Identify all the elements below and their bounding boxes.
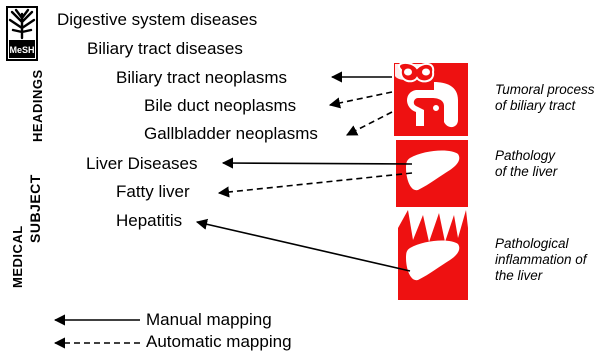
caption-line: inflammation of [495,252,587,268]
biliary-tumor-icon [394,62,468,136]
caption-tumoral-process: Tumoral process of biliary tract [495,82,595,114]
caption-line: Pathological [495,236,569,251]
caption-liver-inflammation: Pathological inflammation of the liver [495,236,587,285]
mesh-tree-logo-icon: MeSH [6,6,38,61]
term-biliary-tract-diseases: Biliary tract diseases [87,39,243,58]
caption-line: Tumoral process [495,82,595,97]
arrow-manual-liver-diseases [221,157,413,169]
term-hepatitis: Hepatitis [116,211,183,230]
term-liver-diseases: Liver Diseases [86,154,198,173]
arrow-auto-bile-duct [328,91,393,109]
liver-inflammation-icon [398,210,468,300]
arrow-auto-fatty-liver [217,172,413,198]
term-bile-duct-neoplasms: Bile duct neoplasms [144,96,297,115]
caption-line: of biliary tract [495,98,576,114]
mesh-word-subject: SUBJECT [27,174,43,243]
term-digestive-system-diseases: Digestive system diseases [57,10,258,29]
caption-pathology-liver: Pathology of the liver [495,148,557,180]
mesh-word-medical: MEDICAL [10,225,25,288]
mesh-word-headings: HEADINGS [30,69,45,142]
legend-automatic-label: Automatic mapping [146,332,292,351]
mesh-logo-text: MeSH [9,45,34,55]
legend-manual-label: Manual mapping [146,310,272,329]
term-fatty-liver: Fatty liver [116,182,190,201]
term-gallbladder-neoplasms: Gallbladder neoplasms [144,124,318,143]
arrow-auto-gallbladder [346,111,393,136]
caption-line: the liver [495,268,543,284]
caption-line: of the liver [495,164,558,180]
term-biliary-tract-neoplasms: Biliary tract neoplasms [116,68,288,87]
caption-line: Pathology [495,148,556,163]
arrow-manual-hepatitis [195,218,411,272]
